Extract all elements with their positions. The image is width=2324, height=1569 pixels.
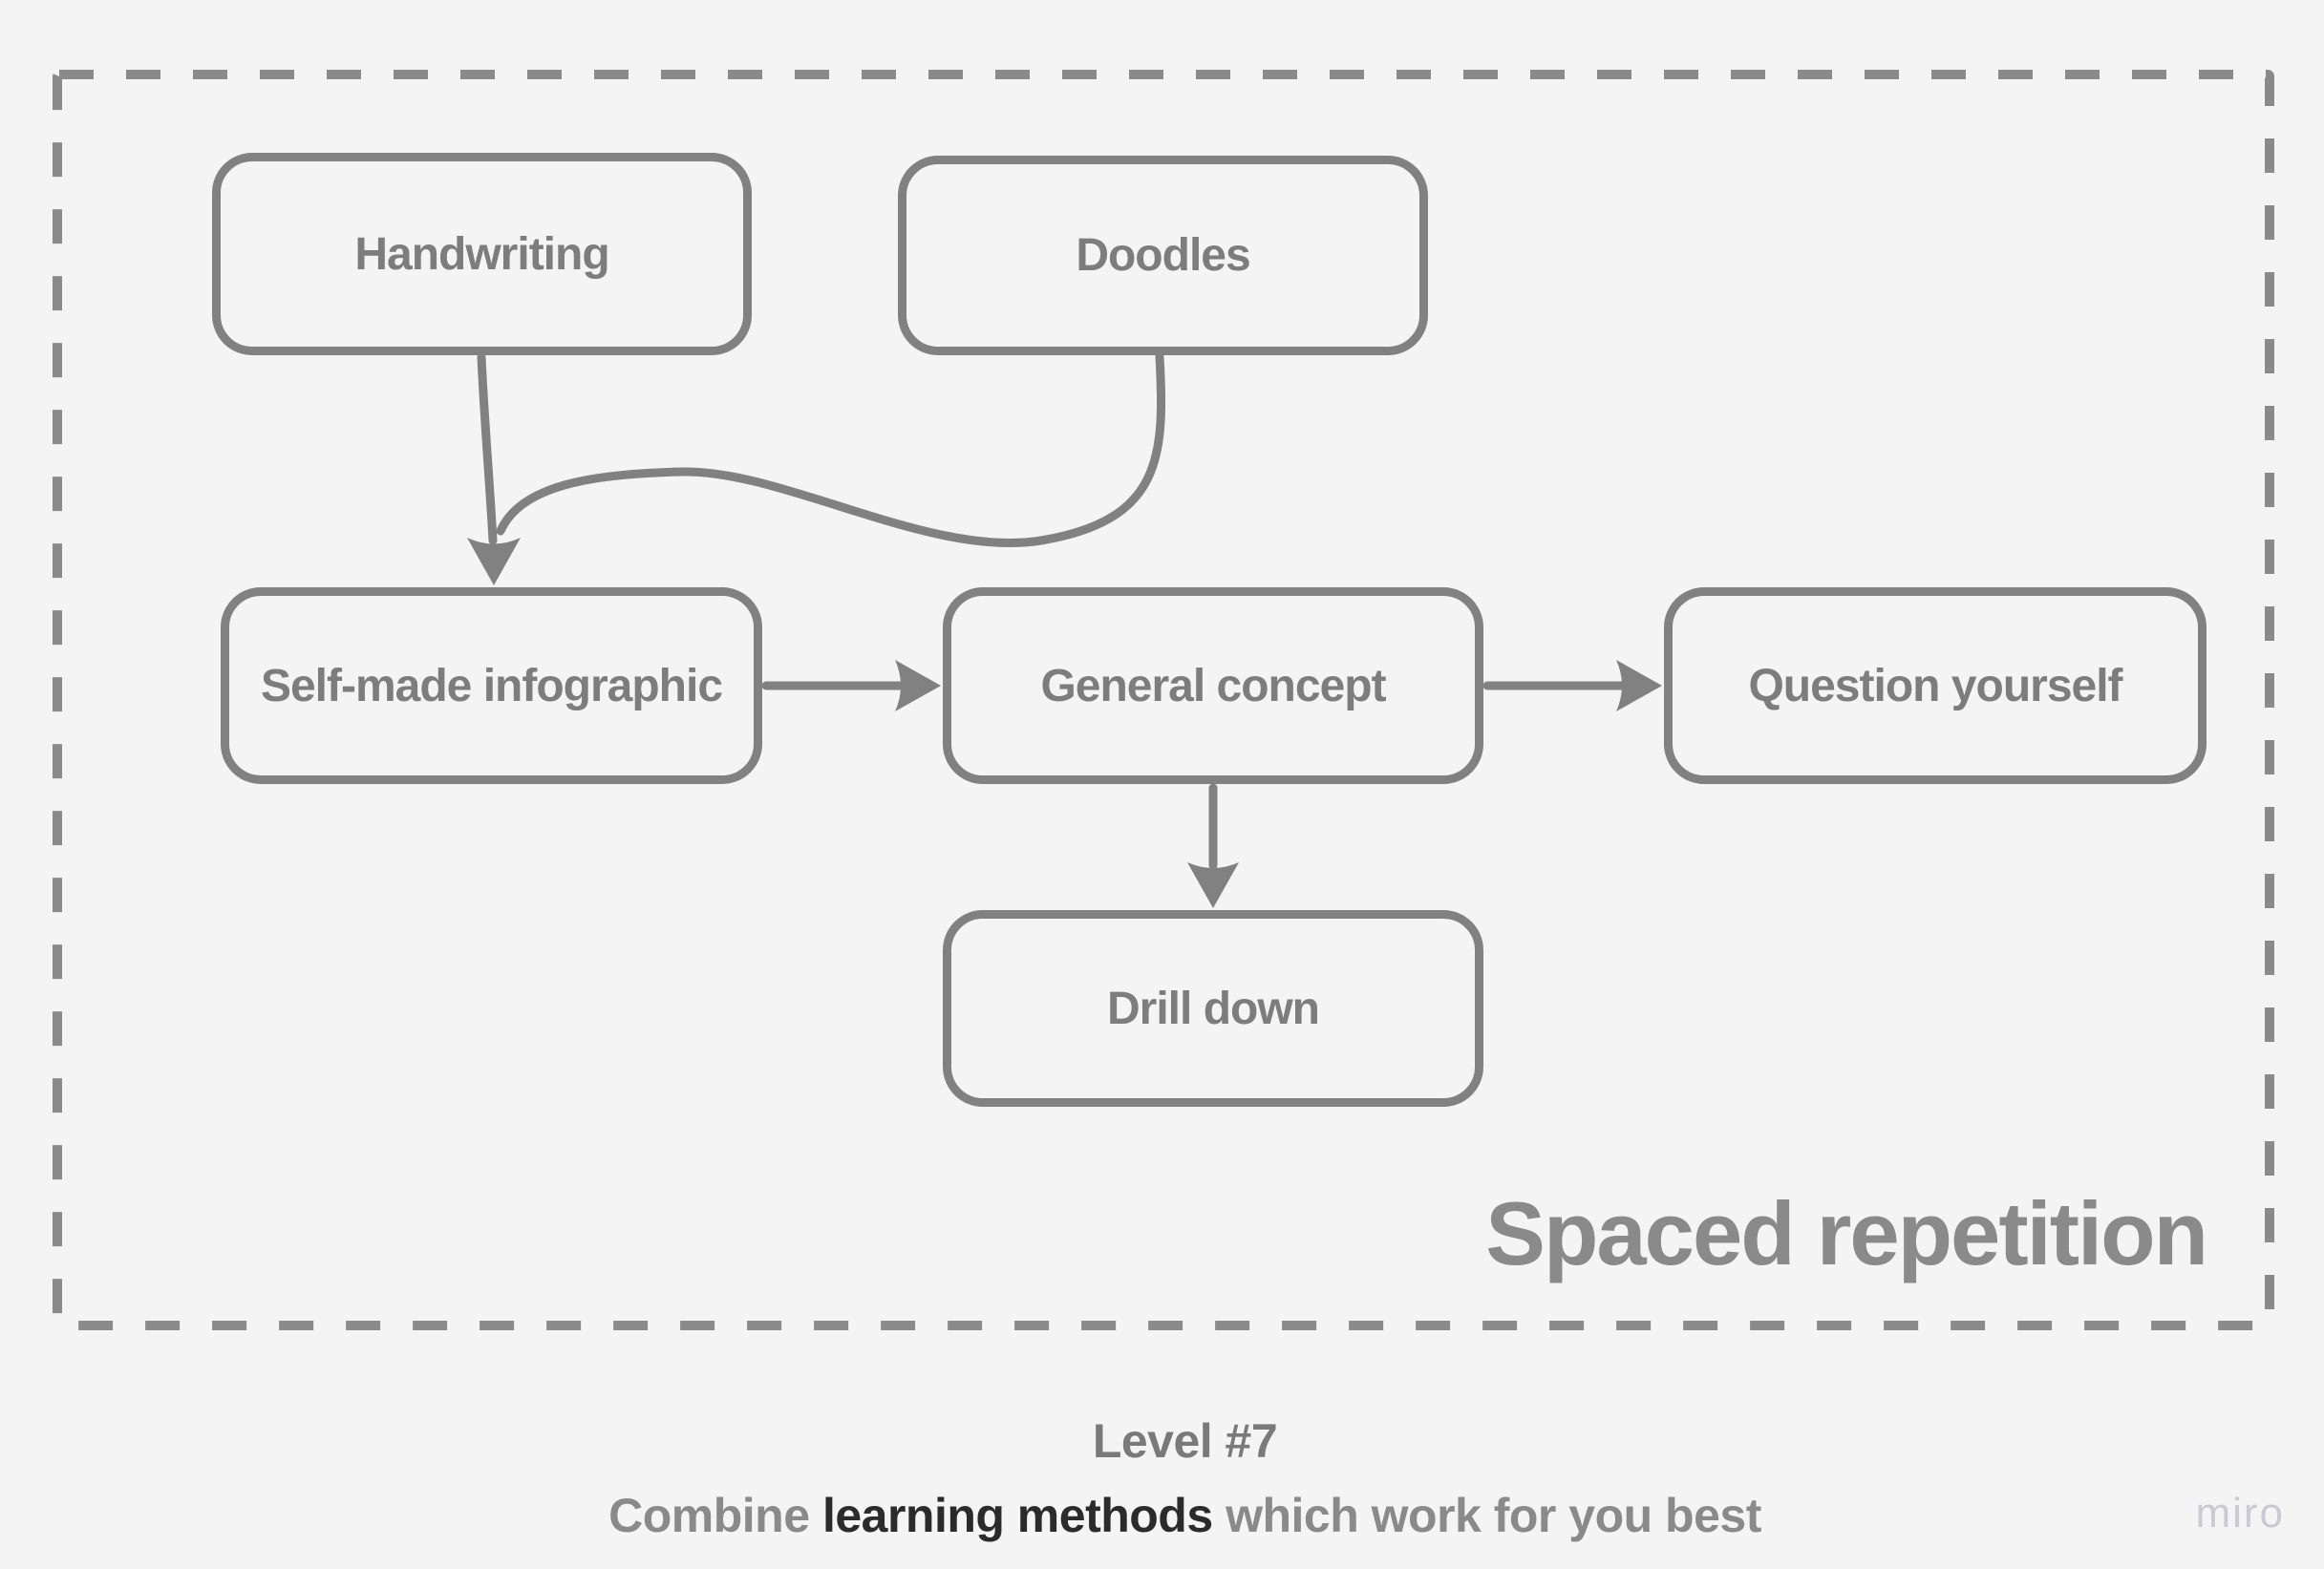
node-general-concept-label: General concept	[1040, 660, 1386, 711]
arrowhead-into-self-made-infographic[interactable]	[467, 538, 521, 585]
frame-border[interactable]	[53, 70, 2274, 1330]
node-question-yourself-label: Question yourself	[1748, 660, 2122, 711]
arrowhead-into-question-yourself[interactable]	[1616, 660, 1662, 711]
frame-title[interactable]: Spaced repetition	[1485, 1183, 2208, 1283]
node-drill-down[interactable]: Drill down	[943, 910, 1483, 1107]
node-drill-down-label: Drill down	[1107, 983, 1320, 1034]
node-handwriting[interactable]: Handwriting	[212, 153, 752, 355]
arrowhead-into-general-concept[interactable]	[895, 660, 941, 711]
node-handwriting-label: Handwriting	[354, 228, 609, 280]
node-question-yourself[interactable]: Question yourself	[1664, 587, 2207, 784]
level-label[interactable]: Level #7	[1092, 1414, 1278, 1468]
node-doodles-label: Doodles	[1076, 230, 1250, 281]
node-self-made-infographic[interactable]: Self-made infographic	[221, 587, 762, 784]
node-doodles[interactable]: Doodles	[898, 156, 1428, 355]
caption-highlight: learning methods	[821, 1489, 1213, 1542]
edge-handwriting-to-self-made-infographic[interactable]	[477, 352, 498, 545]
edge-doodles-to-self-made-infographic[interactable]	[496, 352, 1166, 548]
arrowhead-into-drill-down[interactable]	[1187, 862, 1239, 908]
node-self-made-infographic-label: Self-made infographic	[260, 660, 723, 711]
footer-caption[interactable]: Combine learning methods which work for …	[23, 1488, 2324, 1543]
node-general-concept[interactable]: General concept	[943, 587, 1483, 784]
caption-suffix: which work for you best	[1212, 1489, 1761, 1542]
miro-watermark-logo: miro	[2195, 1490, 2285, 1537]
caption-prefix: Combine	[608, 1489, 822, 1542]
